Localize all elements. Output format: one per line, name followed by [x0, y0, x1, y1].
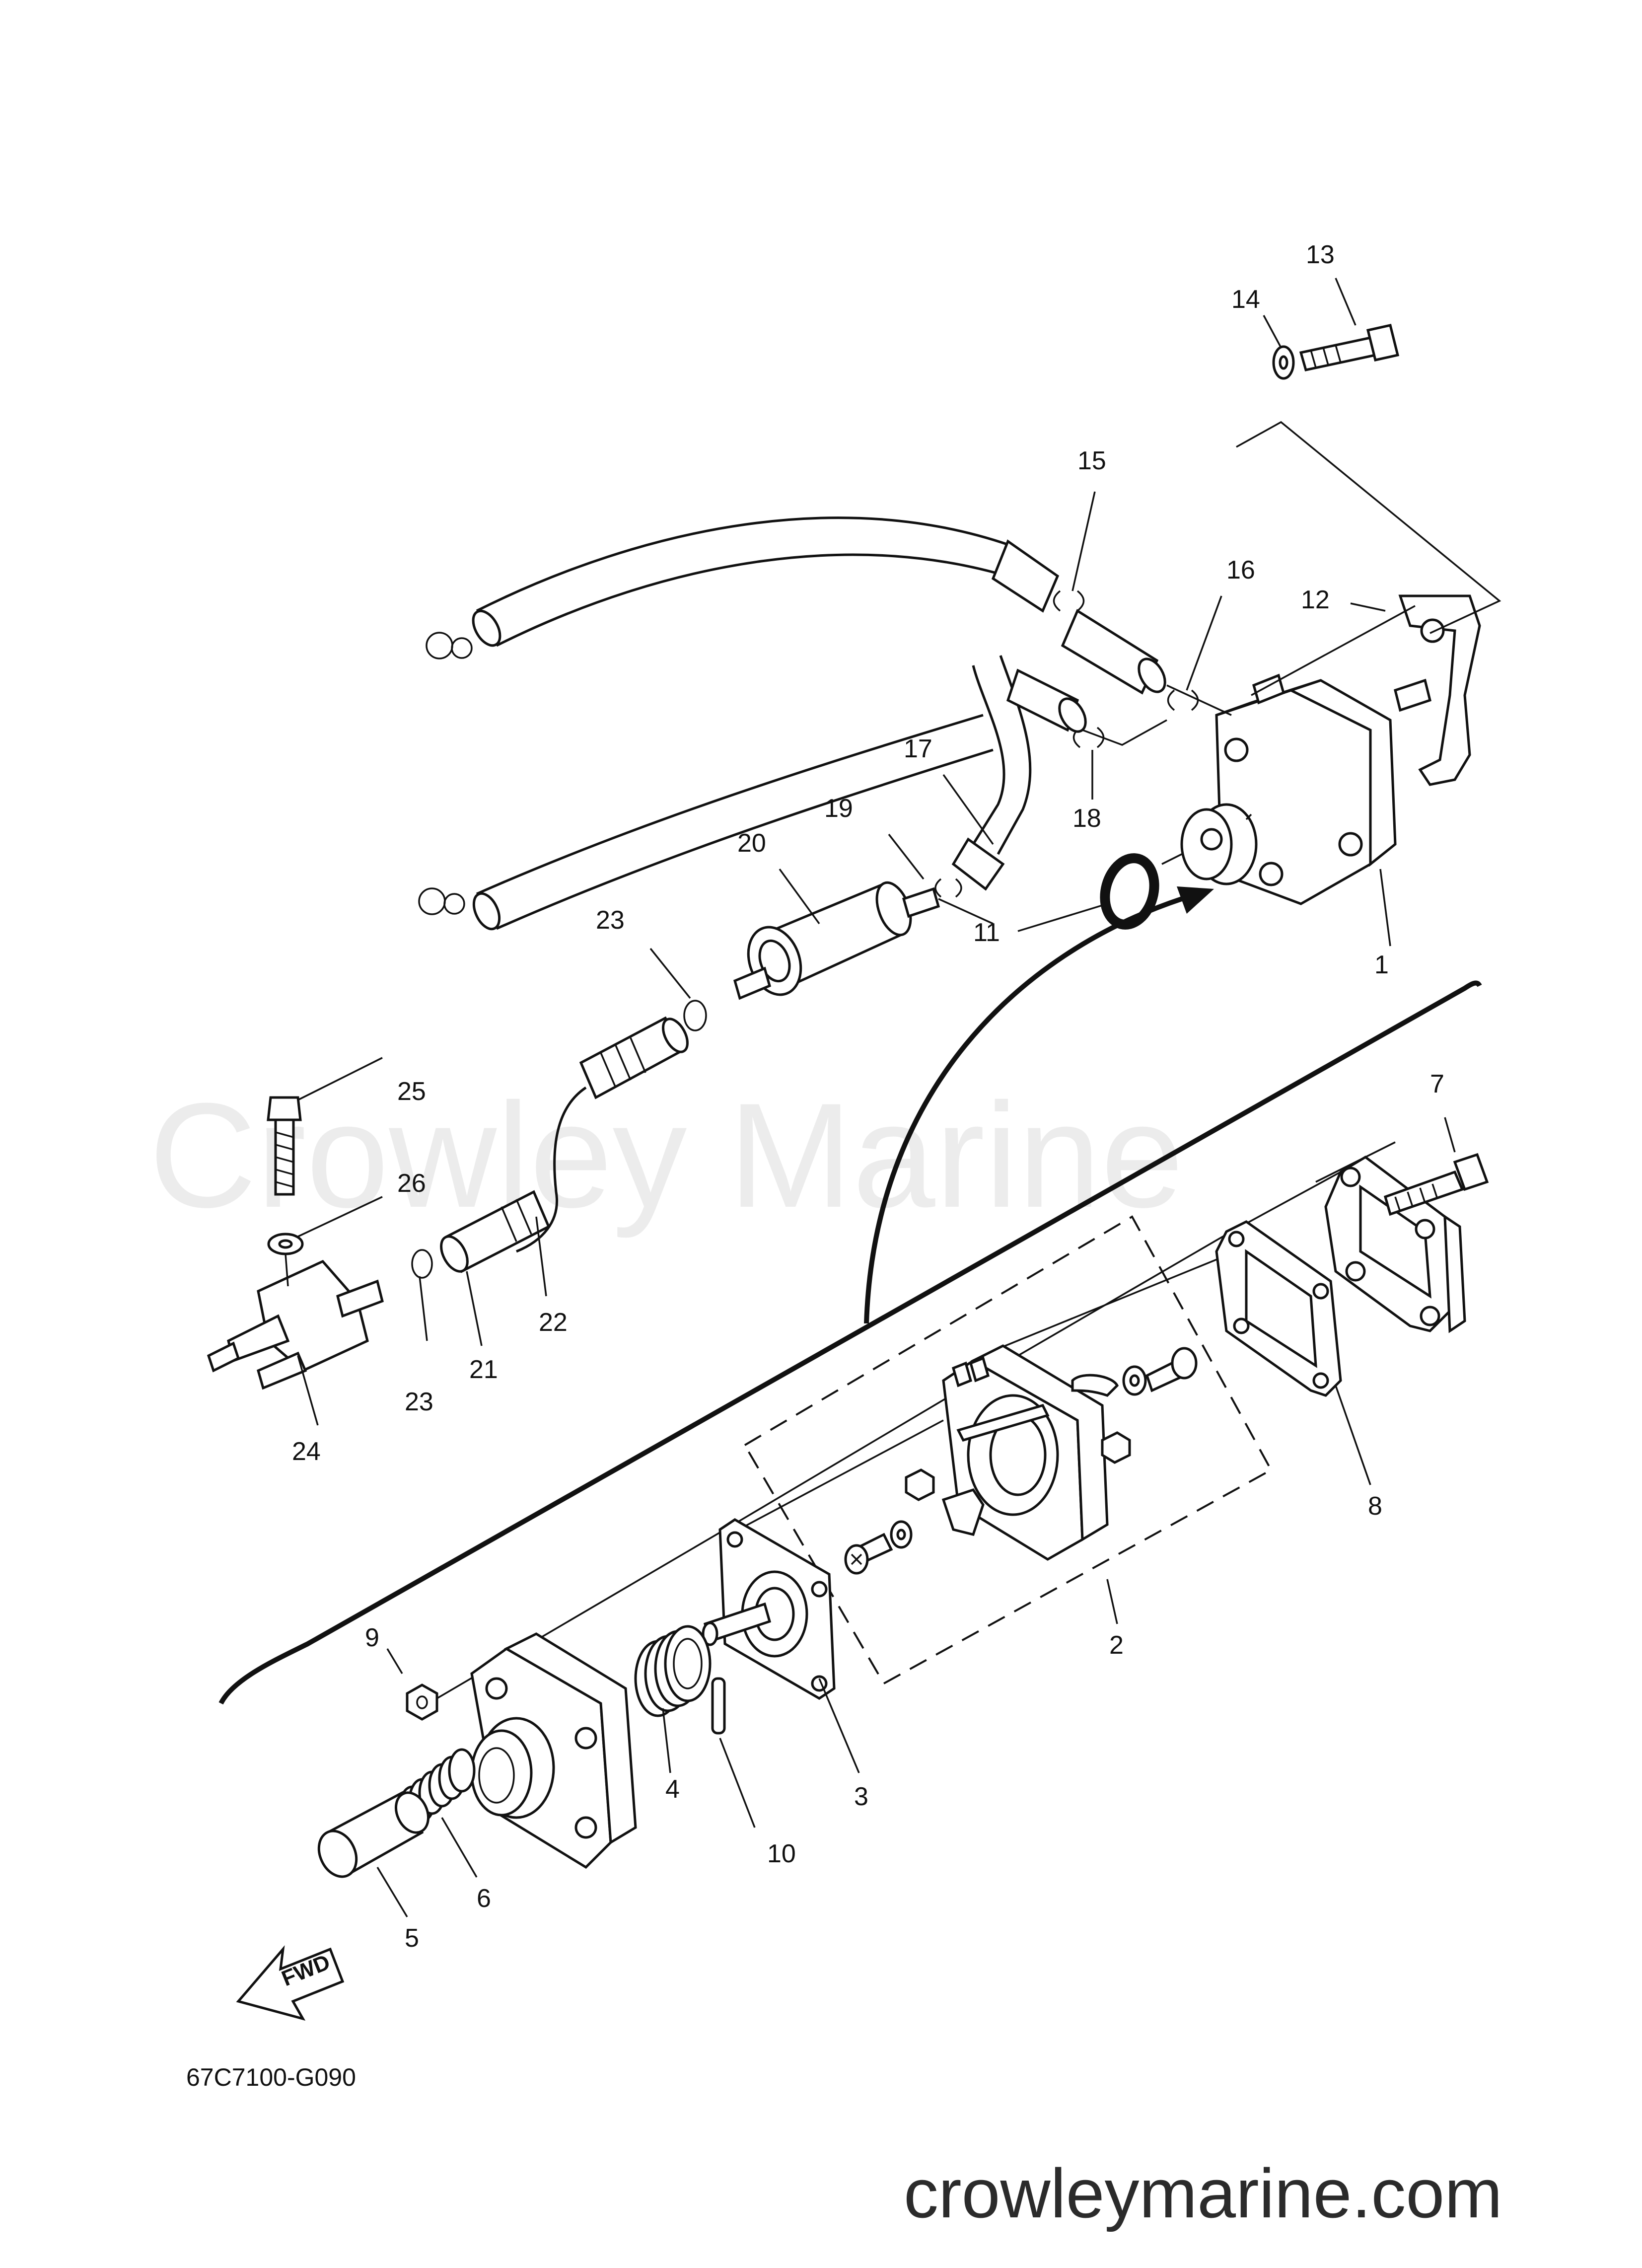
pump-body-2	[942, 1344, 1109, 1561]
callout-5: 5	[405, 1924, 419, 1953]
hose-clip-23-upper-icon	[683, 1000, 707, 1031]
washer-upper-icon	[1122, 1365, 1147, 1396]
callout-21: 21	[469, 1355, 498, 1384]
upper-assembly	[207, 324, 1501, 1390]
callout-12: 12	[1301, 585, 1330, 614]
bracket-12	[1394, 594, 1481, 786]
fuel-joint-24	[207, 1259, 384, 1390]
callout-23-lower: 23	[405, 1388, 433, 1416]
callout-20: 20	[737, 829, 766, 858]
detail-arrow	[864, 886, 1214, 1324]
nut-lower-icon	[905, 1468, 935, 1501]
check-valve-lower-icon	[941, 1488, 985, 1536]
callout-18: 18	[1072, 804, 1101, 833]
callout-11: 11	[973, 918, 1000, 947]
fuel-filter-20	[733, 881, 940, 1000]
callouts: 1 2 3 4 5 6 7 8 9 10 11 12 13 14 15 16 1…	[292, 240, 1444, 1953]
callout-23-upper: 23	[596, 906, 625, 935]
diaphragm-3	[702, 1518, 836, 1700]
leader-lines	[297, 278, 1456, 1917]
bolt-25-icon	[267, 1096, 302, 1196]
callout-6: 6	[477, 1884, 491, 1913]
spring-4-icon	[634, 1625, 712, 1717]
fuel-pump-1	[1180, 673, 1397, 905]
hose-clip-23-lower-icon	[411, 1249, 433, 1279]
callout-16: 16	[1226, 556, 1255, 585]
callout-10: 10	[767, 1839, 796, 1868]
callout-15: 15	[1077, 446, 1106, 475]
screw-lower-icon	[844, 1533, 893, 1575]
section-divider	[218, 980, 1482, 1705]
drawing-code: 67C7100-G090	[186, 2063, 356, 2091]
fwd-arrow-icon: FWD	[236, 1945, 345, 2021]
washer-14-icon	[1272, 345, 1295, 380]
callout-7: 7	[1430, 1070, 1444, 1098]
hose-clip-left-upper-icon	[426, 632, 473, 659]
nut-9-icon	[406, 1683, 438, 1721]
callout-24: 24	[292, 1437, 321, 1466]
dashed-group-2	[743, 1215, 1273, 1685]
nut-upper-icon	[1101, 1431, 1131, 1464]
callout-19: 19	[824, 794, 853, 823]
site-url: crowleymarine.com	[904, 2154, 1502, 2232]
check-valve-upper-icon	[1071, 1374, 1119, 1397]
hose-clip-left-lower-icon	[418, 887, 465, 915]
screw-upper-icon	[1145, 1347, 1198, 1392]
washer-26-icon	[267, 1233, 304, 1255]
washer-lower-icon	[890, 1520, 913, 1549]
callout-2: 2	[1109, 1631, 1124, 1660]
bolt-7-icon	[1383, 1153, 1489, 1216]
callout-17: 17	[904, 734, 932, 763]
bolt-13-icon	[1299, 324, 1400, 371]
pin-10-icon	[711, 1677, 726, 1735]
hose-clip-19-icon	[934, 878, 962, 898]
hose-clip-15-icon	[1053, 590, 1085, 612]
callout-1: 1	[1374, 951, 1389, 979]
gasket-8	[1215, 1220, 1342, 1397]
callout-25: 25	[397, 1077, 426, 1106]
callout-9: 9	[365, 1623, 379, 1652]
pump-cover-outer	[470, 1632, 637, 1869]
callout-22: 22	[539, 1308, 568, 1337]
callout-13: 13	[1306, 240, 1335, 269]
plunger-5	[317, 1791, 429, 1878]
callout-26: 26	[397, 1169, 426, 1198]
watermark: Crowley Marine	[149, 1072, 1184, 1240]
callout-4: 4	[665, 1775, 680, 1804]
callout-8: 8	[1368, 1492, 1382, 1521]
callout-3: 3	[854, 1782, 868, 1811]
callout-14: 14	[1231, 285, 1260, 314]
lower-exploded-detail	[317, 1141, 1489, 1878]
